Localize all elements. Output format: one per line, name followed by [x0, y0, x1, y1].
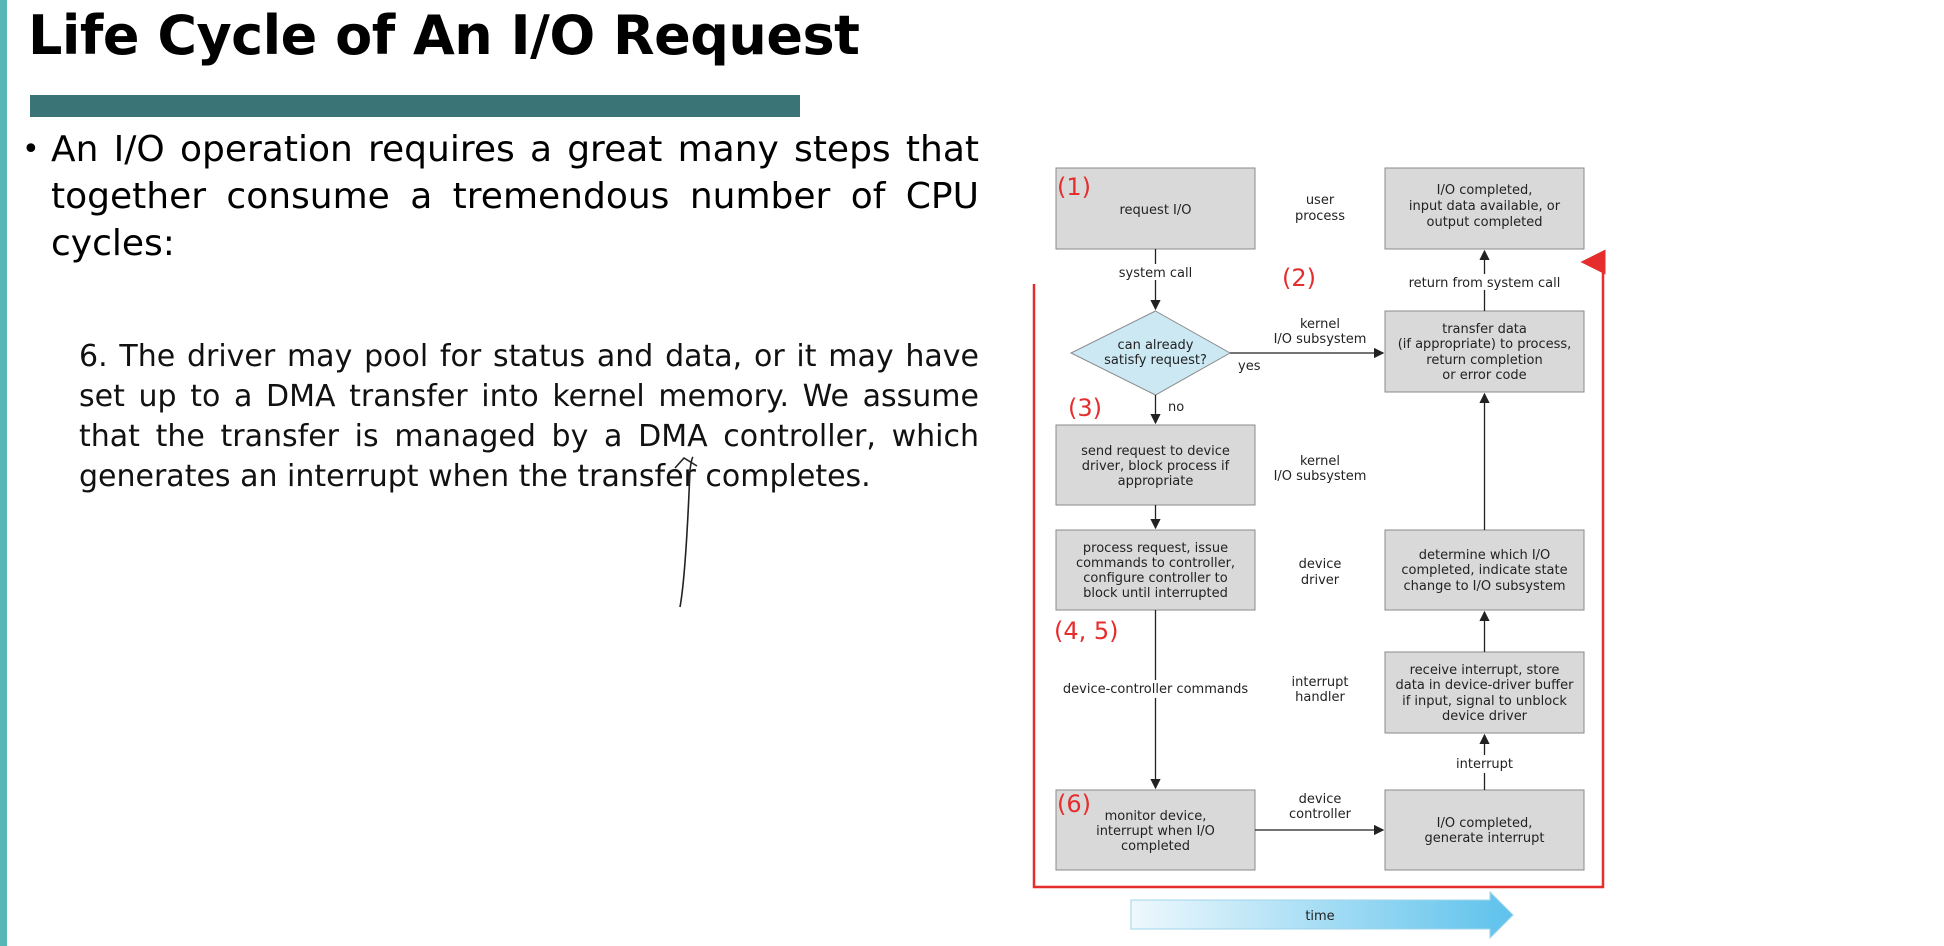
- decision-line: satisfy request?: [1104, 353, 1207, 368]
- box-determine-io-line: determine which I/O: [1419, 548, 1551, 563]
- layer-label-device-controller: device: [1299, 792, 1342, 807]
- box-receive-interrupt: receive interrupt, store data in device-…: [1384, 651, 1585, 734]
- slide-left-accent-stripe: [0, 0, 7, 946]
- edge-label-return-from-system-call: return from system call: [1409, 276, 1561, 291]
- box-process-request-line: block until interrupted: [1083, 586, 1228, 601]
- layer-label-kernel-io-top: kernel: [1300, 317, 1340, 332]
- layer-label-device-driver: driver: [1301, 573, 1340, 588]
- box-transfer-data-line: transfer data: [1442, 322, 1527, 337]
- box-send-request-line: driver, block process if: [1082, 459, 1230, 474]
- bullet-dot-icon: •: [22, 132, 40, 167]
- box-receive-interrupt-line: if input, signal to unblock: [1402, 694, 1567, 709]
- step-marker-1: (1): [1057, 173, 1091, 201]
- box-process-request: process request, issue commands to contr…: [1055, 529, 1256, 611]
- box-io-completed-bottom-line: generate interrupt: [1424, 831, 1544, 846]
- layer-label-device-driver: device: [1299, 557, 1342, 572]
- edge-label-device-controller-commands: device-controller commands: [1063, 682, 1248, 697]
- flow-arrows: [1150, 249, 1490, 836]
- box-determine-io-line: completed, indicate state: [1401, 563, 1567, 578]
- box-process-request-line: process request, issue: [1083, 541, 1228, 556]
- box-process-request-line: commands to controller,: [1076, 556, 1235, 571]
- step-marker-4-5: (4, 5): [1054, 617, 1119, 645]
- box-receive-interrupt-line: data in device-driver buffer: [1396, 678, 1575, 693]
- edge-label-interrupt: interrupt: [1456, 757, 1513, 772]
- layer-label-interrupt-handler: handler: [1295, 690, 1345, 705]
- box-determine-io-line: change to I/O subsystem: [1404, 579, 1566, 594]
- layer-label-kernel-io-mid: kernel: [1300, 454, 1340, 469]
- step-marker-6: (6): [1057, 790, 1091, 818]
- box-transfer-data-line: or error code: [1442, 368, 1526, 383]
- box-io-completed-bottom: I/O completed, generate interrupt: [1384, 789, 1585, 871]
- box-send-request: send request to device driver, block pro…: [1055, 424, 1256, 506]
- box-monitor-device-line: monitor device,: [1105, 809, 1207, 824]
- box-monitor-device-line: completed: [1121, 839, 1190, 854]
- edge-label-yes: yes: [1238, 359, 1261, 374]
- layer-label-user-process: process: [1295, 209, 1345, 224]
- box-io-completed-top-line: input data available, or: [1409, 199, 1561, 214]
- slide-title: Life Cycle of An I/O Request: [28, 4, 860, 67]
- decision-line: can already: [1117, 338, 1193, 353]
- io-lifecycle-diagram: request I/O I/O completed, input data av…: [1032, 167, 1606, 940]
- box-send-request-line: send request to device: [1081, 444, 1230, 459]
- step-6-note: 6. The driver may pool for status and da…: [79, 339, 979, 494]
- box-send-request-line: appropriate: [1118, 474, 1194, 489]
- layer-label-user-process: user: [1306, 193, 1335, 208]
- box-transfer-data: transfer data (if appropriate) to proces…: [1384, 310, 1585, 393]
- box-transfer-data-line: (if appropriate) to process,: [1398, 337, 1572, 352]
- layer-label-interrupt-handler: interrupt: [1292, 675, 1349, 690]
- box-monitor-device-line: interrupt when I/O: [1096, 824, 1215, 839]
- box-io-completed-bottom-line: I/O completed,: [1437, 816, 1533, 831]
- bullet-text: An I/O operation requires a great many s…: [51, 129, 979, 264]
- time-arrow-label: time: [1305, 909, 1334, 924]
- box-monitor-device: monitor device, interrupt when I/O compl…: [1055, 789, 1256, 871]
- box-request-io: request I/O: [1055, 167, 1256, 250]
- box-io-completed-top-line: output completed: [1427, 215, 1543, 230]
- box-determine-io: determine which I/O completed, indicate …: [1384, 529, 1585, 611]
- decision-satisfy-request: can already satisfy request?: [1069, 310, 1232, 396]
- edge-label-system-call: system call: [1119, 266, 1192, 281]
- edge-label-no: no: [1168, 400, 1184, 415]
- box-request-io-line: request I/O: [1120, 203, 1192, 218]
- layer-label-device-controller: controller: [1289, 807, 1352, 822]
- time-arrow: time: [1130, 890, 1514, 940]
- box-io-completed-top-line: I/O completed,: [1437, 183, 1533, 198]
- layer-label-kernel-io-top: I/O subsystem: [1274, 332, 1367, 347]
- step-marker-3: (3): [1068, 394, 1102, 422]
- box-transfer-data-line: return completion: [1426, 353, 1542, 368]
- step-marker-2: (2): [1282, 264, 1316, 292]
- box-receive-interrupt-line: receive interrupt, store: [1410, 663, 1560, 678]
- red-loop-outline: [1032, 249, 1606, 889]
- layer-label-kernel-io-mid: I/O subsystem: [1274, 469, 1367, 484]
- box-io-completed-top: I/O completed, input data available, or …: [1384, 167, 1585, 250]
- title-underline-bar: [30, 95, 800, 117]
- box-receive-interrupt-line: device driver: [1442, 709, 1528, 724]
- box-process-request-line: configure controller to: [1083, 571, 1227, 586]
